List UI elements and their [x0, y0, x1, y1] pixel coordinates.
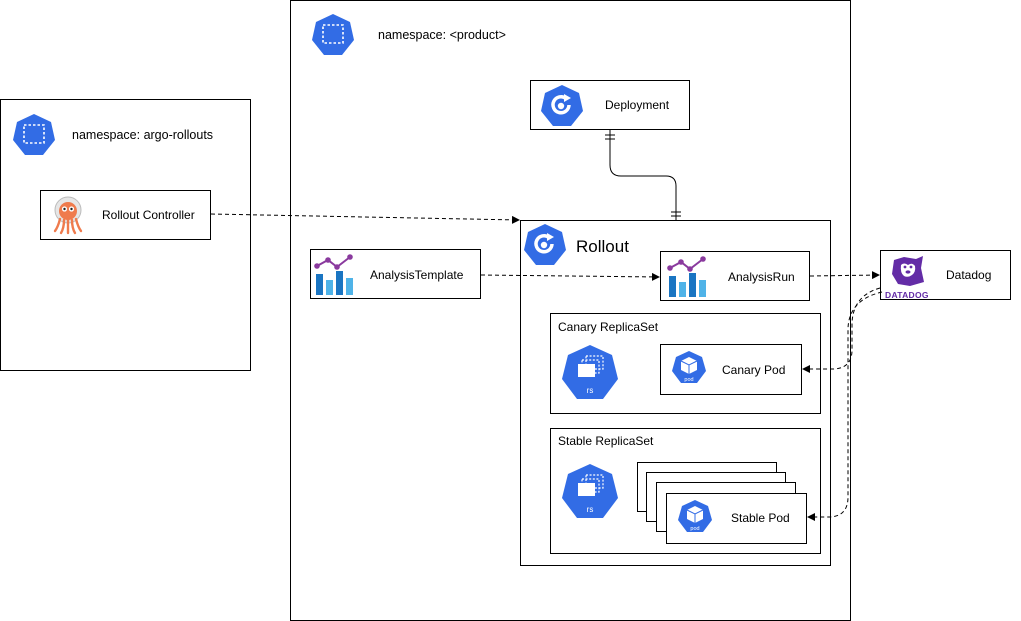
- stable-replicaset-label: Stable ReplicaSet: [558, 434, 654, 448]
- kubernetes-namespace-icon: [312, 14, 354, 55]
- kubernetes-deployment-icon: [524, 224, 566, 265]
- product-namespace-label: namespace: <product>: [378, 28, 506, 42]
- argo-octopus-icon: [53, 196, 83, 235]
- kubernetes-pod-icon: pod: [672, 351, 706, 383]
- analysis-chart-icon: [314, 254, 353, 295]
- kubernetes-replicaset-icon: rs: [562, 345, 618, 399]
- rollout-controller-label: Rollout Controller: [102, 208, 195, 222]
- svg-text:rs: rs: [587, 505, 594, 514]
- analysis-chart-icon: [667, 256, 706, 297]
- svg-text:rs: rs: [587, 386, 594, 395]
- analysis-template-label: AnalysisTemplate: [370, 268, 464, 282]
- stable-pod-label: Stable Pod: [731, 511, 790, 525]
- kubernetes-deployment-icon: [541, 85, 583, 126]
- canary-replicaset-label: Canary ReplicaSet: [558, 320, 659, 334]
- argo-namespace-label: namespace: argo-rollouts: [72, 128, 214, 142]
- rollout-title: Rollout: [576, 237, 629, 256]
- svg-text:pod: pod: [684, 377, 693, 383]
- datadog-logo-text: DATADOG: [885, 290, 929, 300]
- kubernetes-namespace-icon: [13, 114, 55, 155]
- deployment-label: Deployment: [605, 98, 670, 112]
- kubernetes-pod-icon: pod: [678, 500, 712, 532]
- canary-pod-label: Canary Pod: [722, 363, 786, 377]
- svg-text:pod: pod: [690, 526, 699, 532]
- analysis-run-label: AnalysisRun: [728, 270, 795, 284]
- kubernetes-replicaset-icon: rs: [562, 464, 618, 518]
- datadog-label: Datadog: [946, 268, 992, 282]
- datadog-logo-icon: [892, 256, 924, 286]
